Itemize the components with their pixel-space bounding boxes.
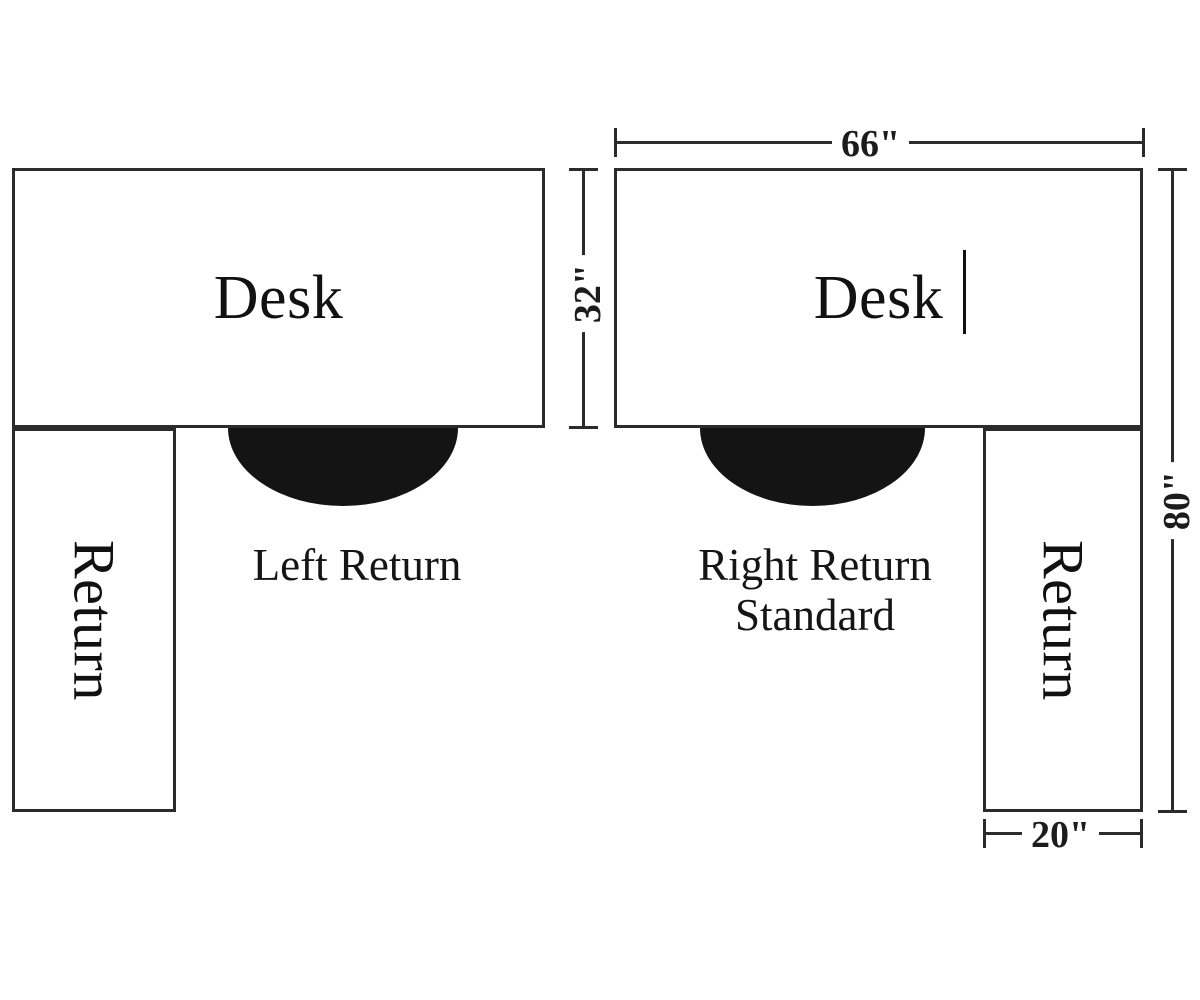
overall-depth-dimension-label: 80" — [1155, 462, 1199, 540]
left-return-surface[interactable]: Return — [12, 428, 176, 812]
desk-depth-dimension-tick-bottom — [569, 426, 598, 429]
return-width-dimension-label: 20" — [1022, 813, 1100, 857]
return-width-dimension-tick-left — [983, 819, 986, 848]
width-dimension-tick-right — [1142, 128, 1145, 157]
width-dimension-tick-left — [614, 128, 617, 157]
overall-depth-dimension-tick-top — [1158, 168, 1187, 171]
overall-depth-dimension-tick-bottom — [1158, 810, 1187, 813]
left-desk-surface[interactable]: Desk — [12, 168, 545, 428]
left-chair-icon — [228, 428, 458, 506]
right-unit-caption: Right Return Standard — [698, 540, 932, 641]
right-chair-icon — [700, 428, 925, 506]
return-width-dimension-tick-right — [1140, 819, 1143, 848]
desk-depth-dimension-tick-top — [569, 168, 598, 171]
width-dimension-label: 66" — [832, 122, 910, 166]
left-return-label: Return — [61, 539, 127, 701]
left-unit-caption: Left Return — [252, 540, 462, 590]
right-desk-surface[interactable]: Desk — [614, 168, 1143, 428]
right-return-surface[interactable]: Return — [983, 428, 1143, 812]
desk-depth-dimension-label: 32" — [566, 255, 610, 333]
text-cursor-caret — [963, 250, 966, 334]
right-desk-label: Desk — [813, 263, 944, 332]
right-return-label: Return — [1030, 539, 1096, 701]
left-desk-label: Desk — [213, 263, 344, 332]
